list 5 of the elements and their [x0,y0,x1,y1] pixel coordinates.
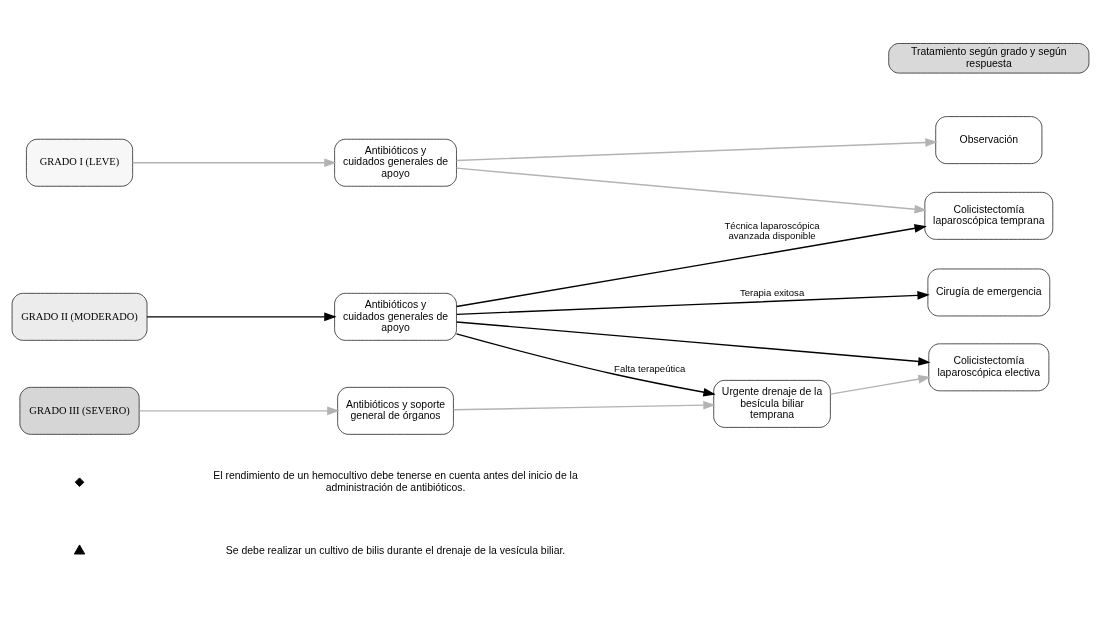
edge-label: Falta terapeútica [614,362,686,374]
legend-label: El rendimiento de un hemocultivo debe tenerse en cuenta antes del inicio de la administración de antibióticos. [213,469,578,493]
legend-label: Se debe realizar un cultivo de bilis durante el drenaje de la vesícula biliar. [225,544,566,556]
edge-label: Técnica laparoscópica avanzada disponible [724,219,820,241]
edge-label: Terapia exitosa [739,286,805,298]
